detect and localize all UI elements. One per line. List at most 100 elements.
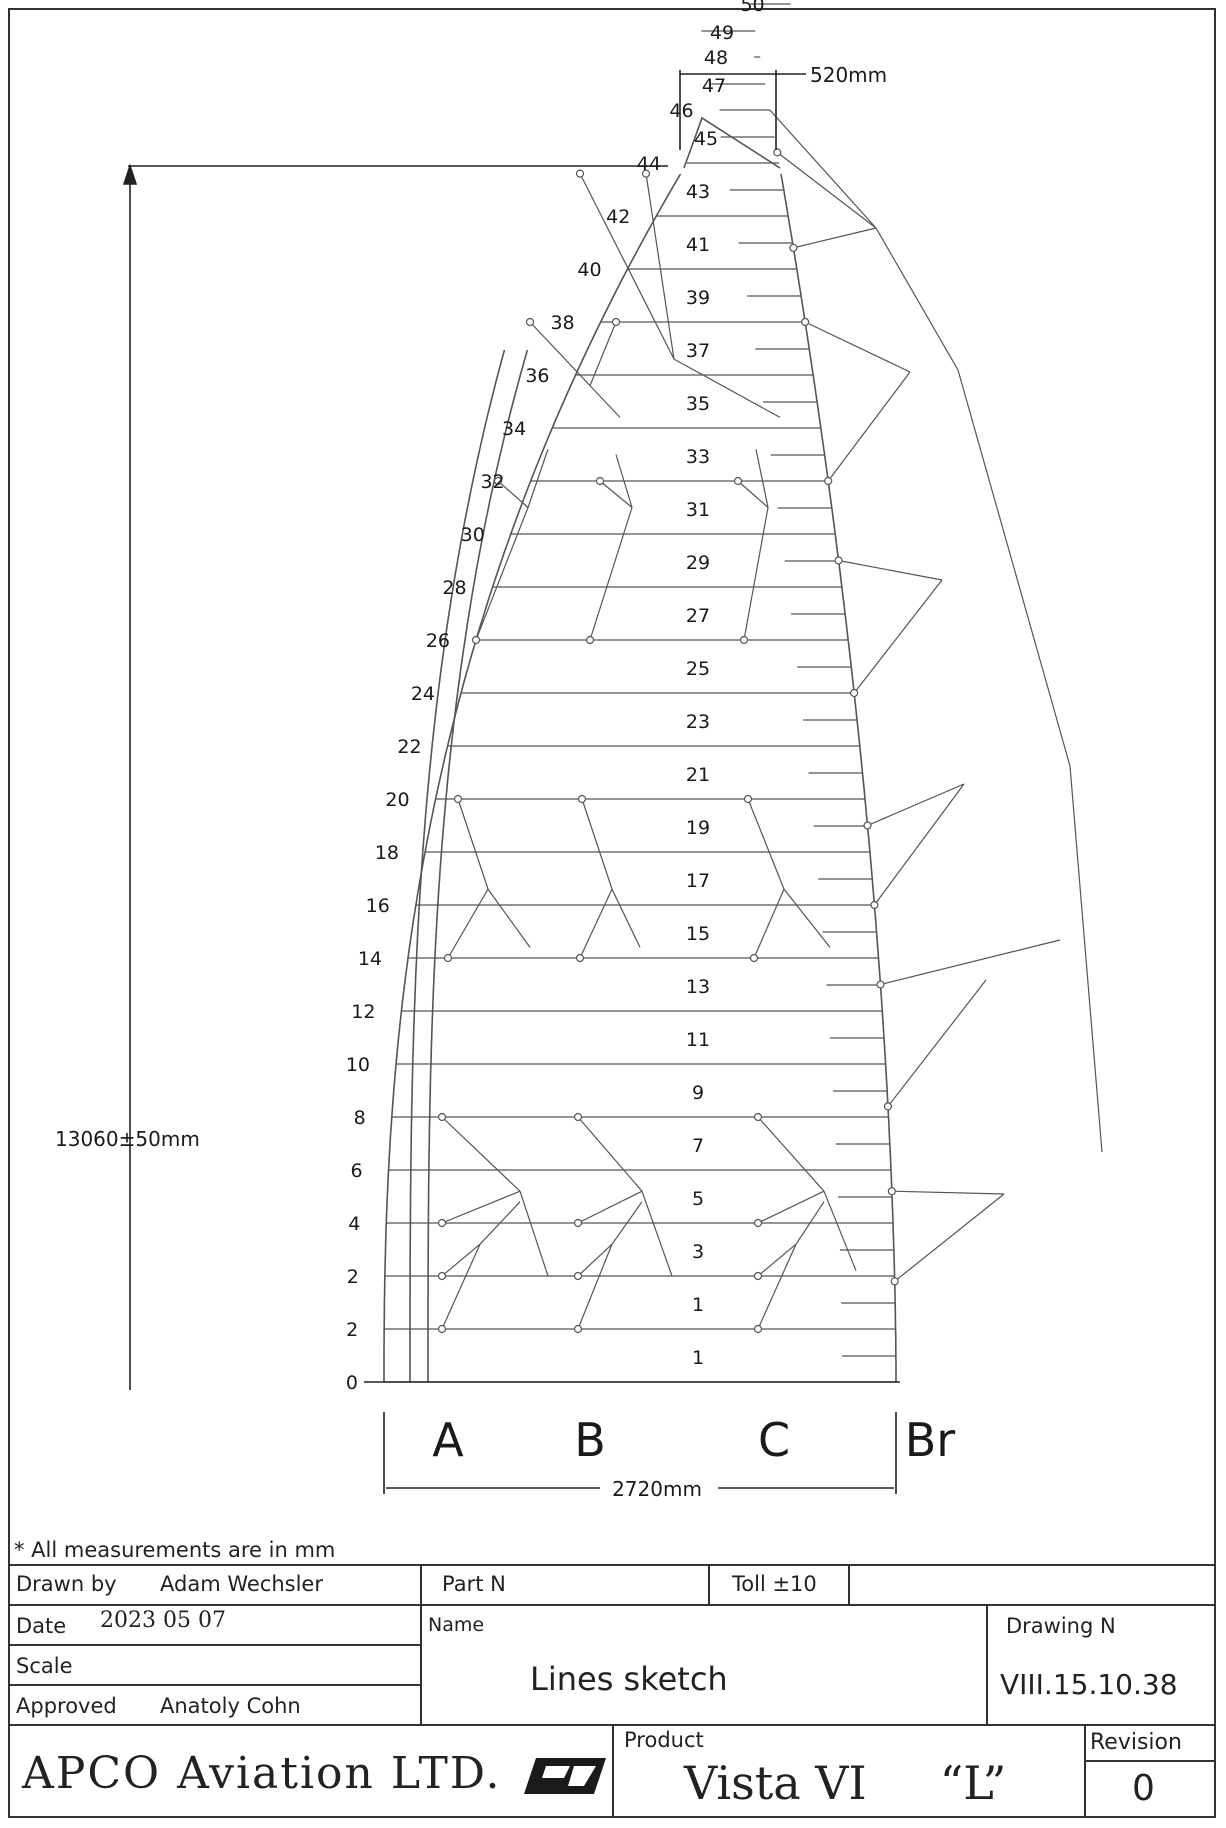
c-cascade-line: [747, 798, 785, 890]
brake-line: [880, 939, 1061, 986]
center-row-label: 43: [686, 181, 710, 203]
brake-attachment-point: [883, 1102, 893, 1111]
title-block-top-line: [8, 1564, 1216, 1566]
b-cascade-line: [577, 1243, 613, 1330]
brake-line: [838, 559, 943, 581]
b-cascade-line: [577, 1116, 643, 1192]
left-row-label: 34: [502, 418, 526, 440]
attachment-point: [453, 794, 463, 804]
a-line-second-curve: [427, 349, 529, 1382]
apco-logo-icon: [524, 1758, 606, 1794]
brake-attachment-point: [850, 688, 859, 698]
title-block-divider-3: [848, 1564, 850, 1604]
left-row-label: 26: [426, 630, 450, 652]
brake-attachment-point: [887, 1187, 896, 1196]
toll-label: Toll ±10: [732, 1572, 817, 1596]
center-row-label: 39: [686, 287, 710, 309]
attachment-point: [753, 1218, 763, 1228]
center-row-label: 1: [692, 1347, 704, 1369]
attachment-point: [437, 1271, 447, 1281]
span-label: 2720mm: [612, 1477, 702, 1501]
c-cascade-line: [737, 480, 769, 508]
brake-line: [776, 151, 877, 229]
center-row-label: 17: [686, 870, 710, 892]
left-row-label: 38: [550, 312, 574, 334]
b-cascade-line: [611, 1201, 643, 1245]
left-row-label: 22: [397, 736, 421, 758]
title-block-divider-6: [1084, 1724, 1086, 1818]
c-cascade-line: [757, 1243, 797, 1330]
height-arrow: [122, 163, 138, 185]
attachment-point: [437, 1324, 447, 1334]
brake-attachment-point: [870, 900, 879, 910]
brake-line: [804, 321, 911, 373]
center-row-label: 3: [692, 1241, 704, 1263]
product-value: Vista VI “L”: [684, 1756, 1007, 1810]
a-line-inner-curve: [409, 349, 506, 1382]
center-row-label: 5: [692, 1188, 704, 1210]
attachment-point: [575, 953, 585, 963]
attachment-point: [753, 1112, 763, 1122]
center-row-label: 33: [686, 446, 710, 468]
trailing-edge-curve: [780, 173, 897, 1382]
top-width-label: 520mm: [810, 63, 887, 87]
line-group-label-c: C: [758, 1413, 790, 1467]
attachment-point: [611, 317, 621, 327]
c-cascade-line: [753, 888, 785, 959]
title-block-divider-2: [708, 1564, 710, 1604]
attachment-point: [437, 1112, 447, 1122]
title-block-divider-5: [612, 1724, 614, 1818]
name-value: Lines sketch: [530, 1660, 728, 1698]
left-row-label: 20: [385, 789, 409, 811]
left-row-label: 10: [346, 1054, 370, 1076]
left-row-label: 48: [704, 47, 728, 69]
drawn-by-value: Adam Wechsler: [160, 1572, 323, 1596]
a-cascade-line: [497, 480, 529, 508]
upper-cascade-line: [589, 321, 617, 386]
center-row-label: 1: [692, 1294, 704, 1316]
line-group-label-a: A: [432, 1413, 464, 1467]
c-cascade-line: [755, 449, 769, 508]
title-block-divider-4: [986, 1604, 988, 1726]
center-row-label: 47: [702, 75, 726, 97]
attachment-point: [739, 635, 749, 645]
c-cascade-line: [783, 888, 831, 948]
center-row-label: 7: [692, 1135, 704, 1157]
a-cascade-line: [441, 1243, 481, 1277]
part-label: Part N: [442, 1572, 506, 1596]
drawing-number-label: Drawing N: [1006, 1614, 1116, 1638]
attachment-point: [577, 794, 587, 804]
product-label: Product: [624, 1728, 704, 1752]
drawing-number-value: VIII.15.10.38: [1000, 1668, 1178, 1701]
approved-value: Anatoly Cohn: [160, 1694, 301, 1718]
revision-line: [1084, 1760, 1216, 1762]
a-cascade-line: [447, 888, 489, 959]
attachment-point: [585, 635, 595, 645]
center-row-label: 45: [694, 128, 718, 150]
attachment-point: [575, 169, 585, 178]
brake-attachment-point: [789, 243, 798, 252]
attachment-point: [733, 476, 743, 486]
leading-edge-curve: [383, 173, 682, 1382]
brake-attachment-point: [773, 148, 782, 157]
center-row-label: 21: [686, 764, 710, 786]
brake-line: [894, 1193, 1005, 1282]
a-cascade-line: [441, 1190, 521, 1224]
date-value: 2023 05 07: [100, 1608, 226, 1633]
attachment-point: [749, 953, 759, 963]
line-group-label-b: B: [574, 1413, 606, 1467]
left-row-label: 42: [606, 206, 630, 228]
b-cascade-line: [577, 1190, 643, 1224]
center-row-label: 19: [686, 817, 710, 839]
a-cascade-line: [457, 798, 489, 890]
title-block-row-line-1: [8, 1604, 1216, 1606]
a-cascade-line: [479, 1201, 521, 1245]
brake-line: [827, 371, 911, 482]
scale-label: Scale: [16, 1654, 73, 1678]
attachment-point: [595, 476, 605, 486]
brake-line-main: [769, 109, 1103, 1153]
line-group-label-br: Br: [905, 1413, 956, 1467]
center-row-label: 31: [686, 499, 710, 521]
left-row-label: 50: [740, 0, 764, 16]
brake-attachment-point: [824, 476, 833, 486]
